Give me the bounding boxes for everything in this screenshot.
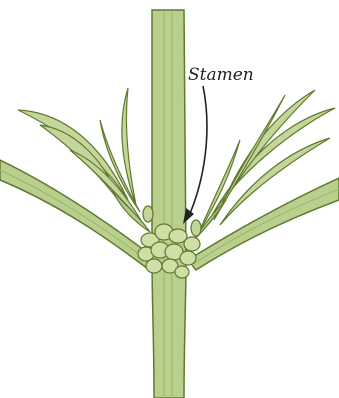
stamen-arrow-icon [188,86,207,218]
stamen-label: Stamen [188,65,254,85]
right-branch [188,178,339,270]
main-stem [152,10,186,398]
